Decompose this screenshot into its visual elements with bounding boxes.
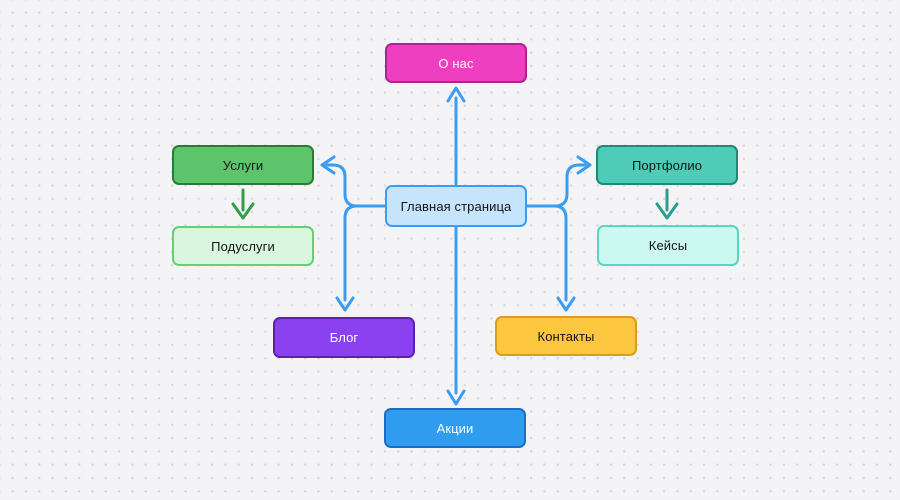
connector-line <box>343 204 386 302</box>
connector-home-portfolio[interactable] <box>526 155 592 208</box>
arrowhead-down-icon <box>335 296 355 312</box>
node-label: Портфолио <box>631 157 703 173</box>
node-subservices[interactable]: Подуслуги <box>172 226 314 266</box>
arrowhead-down-icon <box>446 389 466 406</box>
connector-line <box>325 163 386 208</box>
node-label: Блог <box>329 330 359 345</box>
connector-home-blog[interactable] <box>335 204 386 312</box>
node-cases[interactable]: Кейсы <box>597 225 739 266</box>
node-label: Акции <box>436 420 474 436</box>
connector-line <box>526 204 568 302</box>
arrowhead-down-icon <box>655 202 679 220</box>
node-contacts[interactable]: Контакты <box>495 316 637 356</box>
connector-portfolio-cases[interactable] <box>655 188 679 220</box>
node-portfolio[interactable]: Портфолио <box>596 145 738 185</box>
node-services[interactable]: Услуги <box>172 145 314 185</box>
connector-services-subservices[interactable] <box>231 188 255 220</box>
connector-home-contacts[interactable] <box>526 204 576 312</box>
connector-line <box>526 163 587 208</box>
node-label: Контакты <box>537 328 595 344</box>
arrowhead-down-icon <box>556 296 576 312</box>
arrowhead-up-icon <box>446 86 466 103</box>
connector-home-about[interactable] <box>446 86 466 186</box>
connector-home-services[interactable] <box>320 155 386 208</box>
node-promos[interactable]: Акции <box>384 408 526 448</box>
node-label: Главная страница <box>400 198 512 214</box>
node-blog[interactable]: Блог <box>273 317 415 358</box>
node-home[interactable]: Главная страница <box>385 185 527 227</box>
node-about[interactable]: О нас <box>385 43 527 83</box>
arrowhead-right-icon <box>576 155 592 175</box>
node-label: Услуги <box>222 157 264 173</box>
arrowhead-left-icon <box>320 155 336 175</box>
node-label: О нас <box>438 55 474 71</box>
node-label: Подуслуги <box>211 238 275 254</box>
arrowhead-down-icon <box>231 202 255 220</box>
connector-home-promos[interactable] <box>446 225 466 406</box>
node-label: Кейсы <box>648 238 688 253</box>
